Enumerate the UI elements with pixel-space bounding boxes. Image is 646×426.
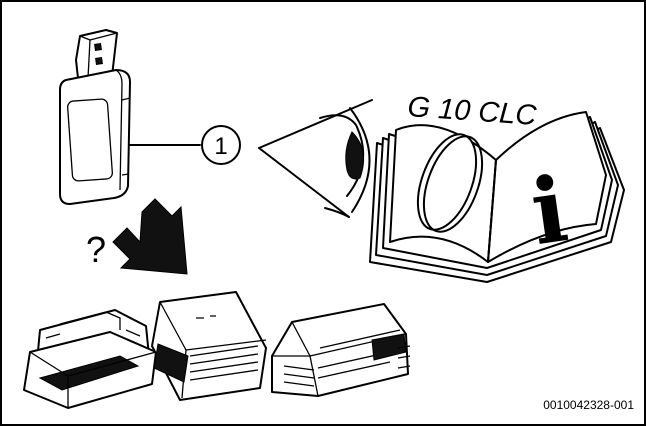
book-icon (369, 111, 625, 283)
callout-number: 1 (214, 133, 227, 160)
usb-stick-icon (59, 29, 131, 205)
ceiling-unit-icon (151, 291, 267, 401)
question-mark: ? (86, 229, 106, 270)
ducted-unit-icon (271, 303, 411, 397)
reference-code: 0010042328-001 (543, 398, 634, 412)
cassette-unit-icon (23, 309, 157, 409)
callout-circle (201, 125, 241, 165)
arrow-down-right-icon (112, 198, 188, 275)
eye-icon (258, 99, 373, 218)
